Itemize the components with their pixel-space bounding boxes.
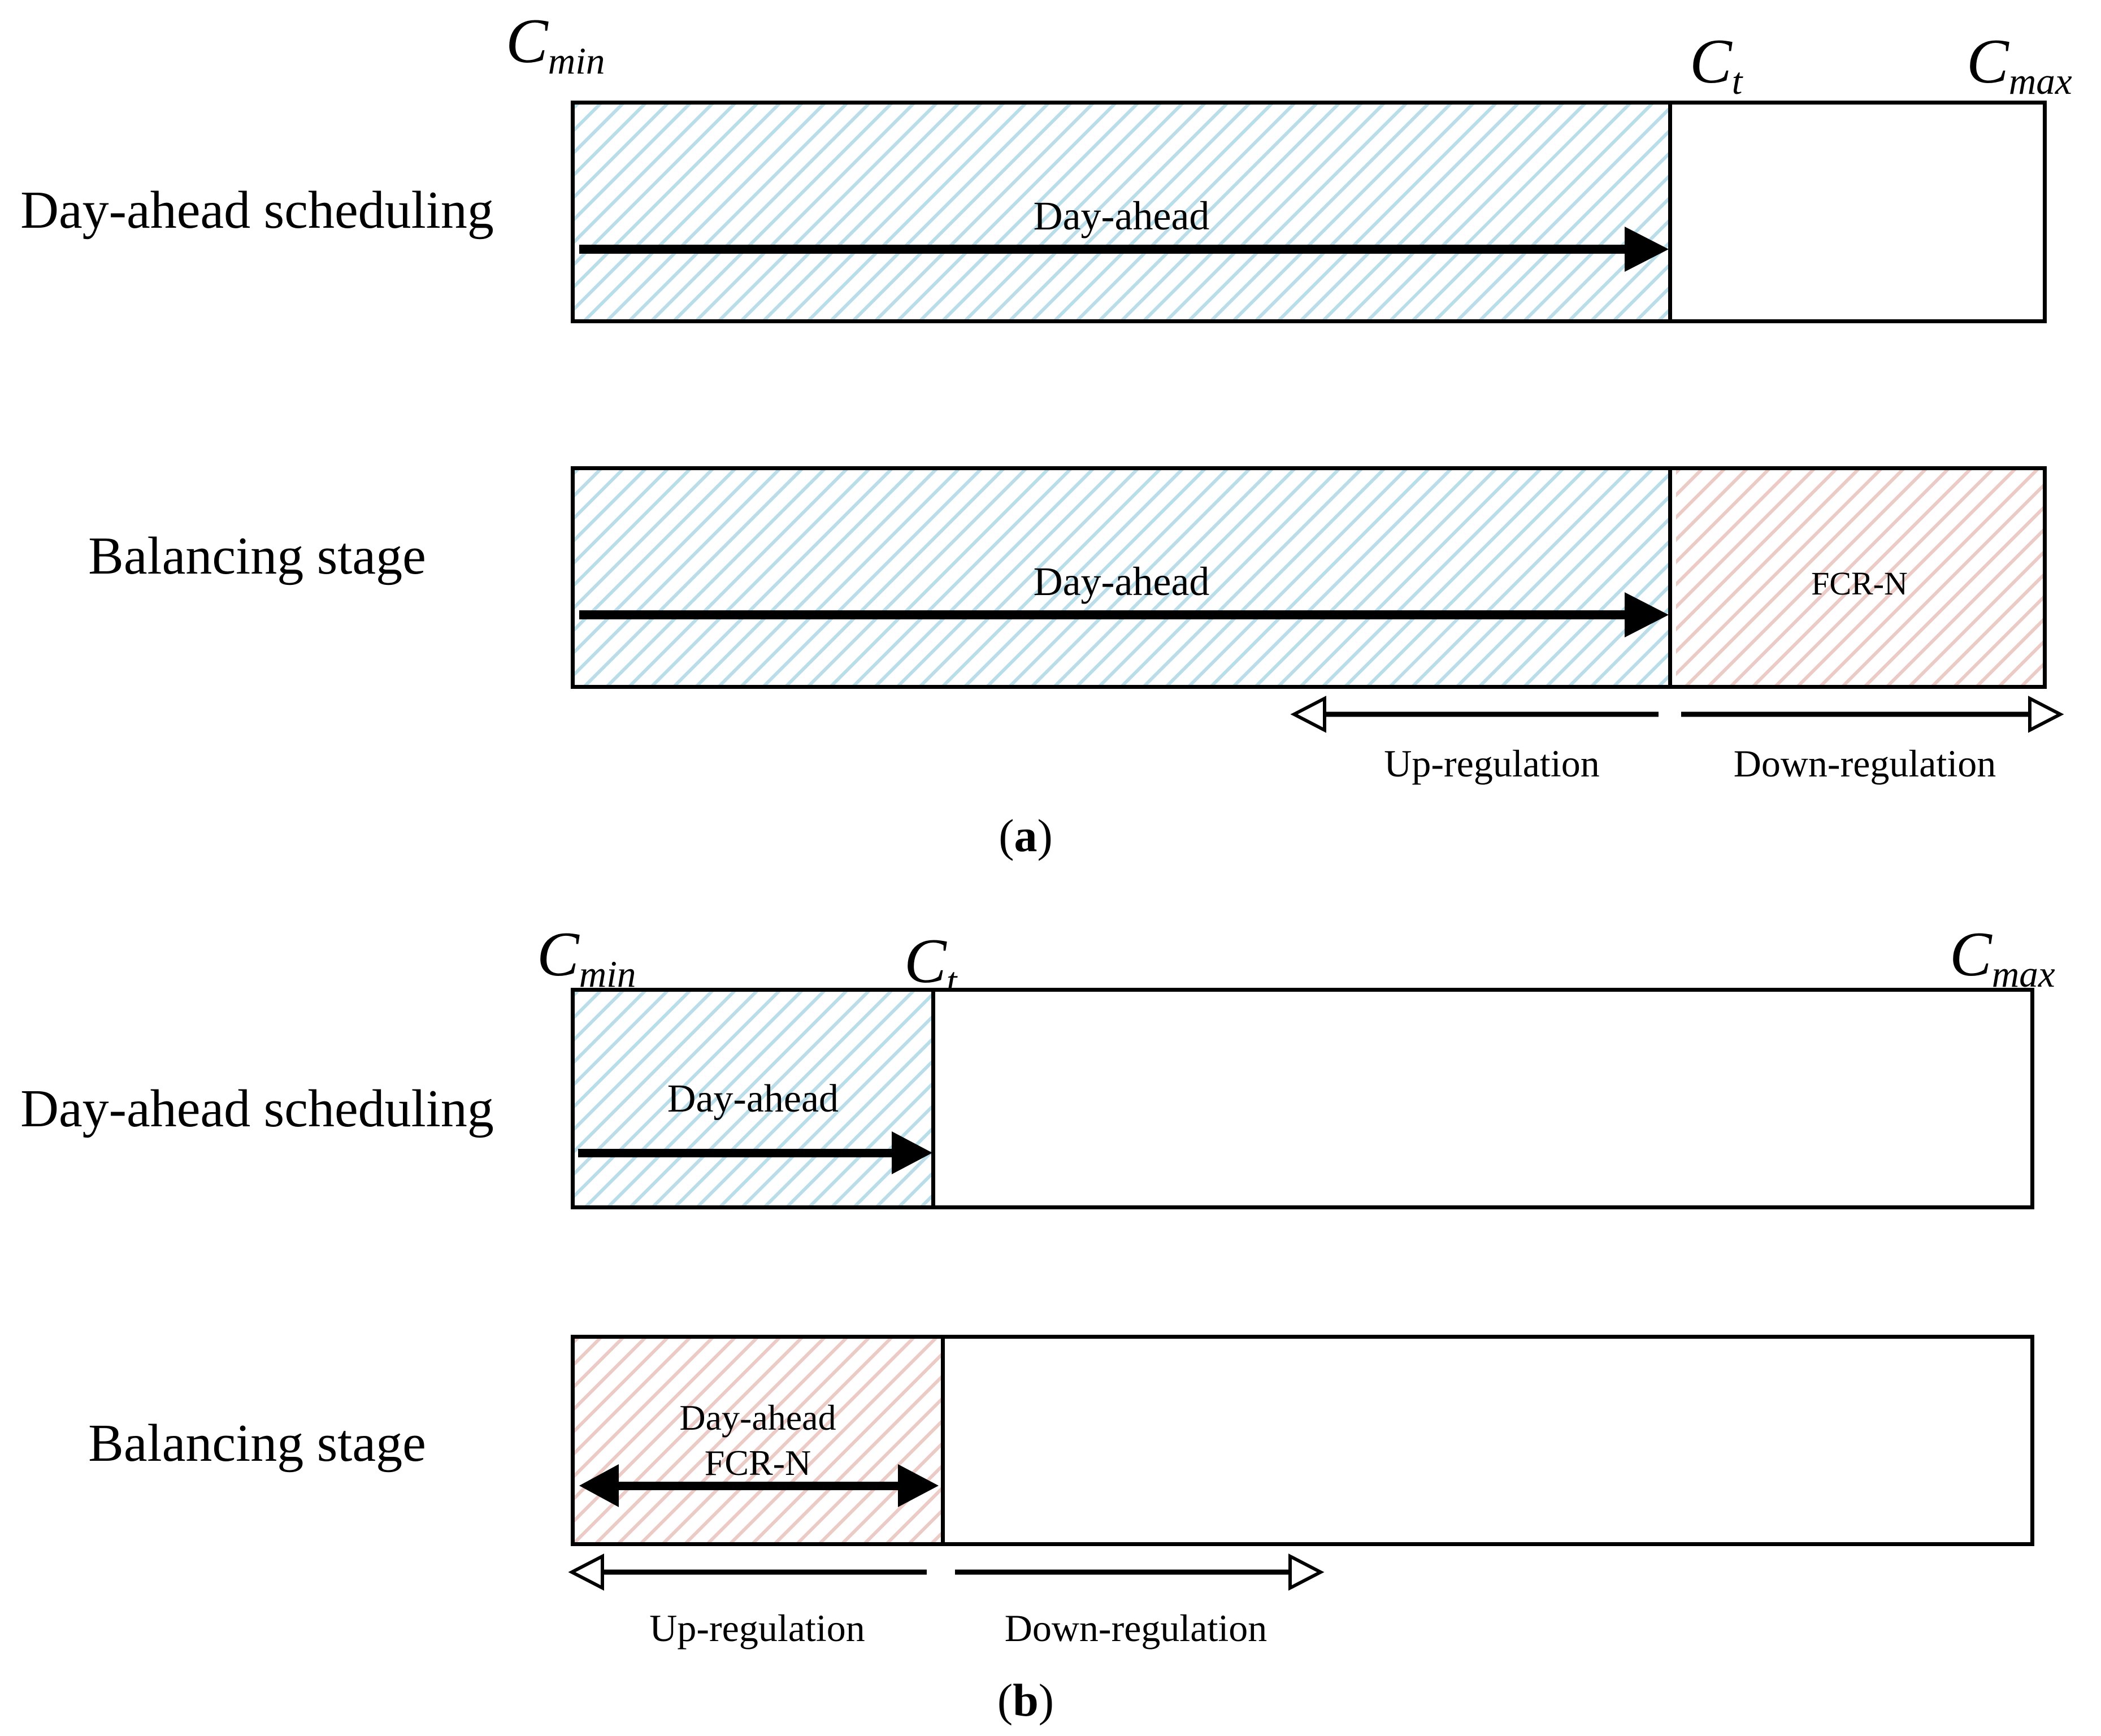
caption-a: (a) <box>955 809 1096 862</box>
day-ahead-region-a1 <box>575 105 1672 319</box>
double-arrow-shaft-b2 <box>619 1482 898 1490</box>
down-regulation-label-a: Down-regulation <box>1733 742 1996 785</box>
up-regulation-arrow-head-icon-b <box>568 1553 604 1591</box>
capacity-label-ct-a: Ct <box>1690 27 1742 102</box>
regulation-arrows-a <box>1290 696 2064 733</box>
caption-b-letter: b <box>1013 1674 1039 1726</box>
day-ahead-region-label-b1: Day-ahead <box>667 1077 839 1121</box>
up-regulation-label-b: Up-regulation <box>649 1607 865 1650</box>
row-label-day-ahead-scheduling-b: Day-ahead scheduling <box>20 1079 494 1138</box>
caption-a-close: ) <box>1037 810 1053 861</box>
regulation-arrows-b <box>568 1553 1325 1591</box>
up-regulation-label-a: Up-regulation <box>1384 742 1600 785</box>
fcr-n-region-a2 <box>1676 470 2043 685</box>
ct-base: C <box>1690 27 1732 97</box>
day-ahead-fcr-n-region-b2 <box>575 1339 945 1542</box>
down-regulation-arrow-head-icon-a <box>2028 696 2064 733</box>
capacity-label-cmin-b: Cmin <box>537 919 636 995</box>
caption-b: (b) <box>955 1674 1096 1727</box>
row-label-day-ahead-scheduling-a: Day-ahead scheduling <box>20 181 494 240</box>
day-ahead-region-label-a1: Day-ahead <box>1033 193 1210 238</box>
cmax-sub: max <box>2008 60 2072 103</box>
region-label-b2-line1: Day-ahead <box>679 1398 836 1438</box>
day-ahead-region-a2 <box>575 470 1672 685</box>
cmax-base: C <box>1967 27 2009 97</box>
cmin-sub: min <box>548 40 605 83</box>
cmin-base: C <box>506 6 548 76</box>
row-label-balancing-stage-b: Balancing stage <box>88 1414 426 1473</box>
capacity-bar-day-ahead-scheduling-b: Day-ahead <box>571 988 2034 1209</box>
day-ahead-arrow-shaft-b1 <box>578 1149 892 1157</box>
cmin-b-base: C <box>537 919 579 989</box>
capacity-label-cmax-b: Cmax <box>1950 919 2055 995</box>
cmax-b-base: C <box>1950 919 1992 989</box>
day-ahead-region-label-a2: Day-ahead <box>1033 559 1210 604</box>
ct-sub: t <box>1731 60 1743 103</box>
region-label-b2-line2: FCR-N <box>704 1443 811 1483</box>
row-label-balancing-stage-a: Balancing stage <box>88 527 426 585</box>
capacity-bar-day-ahead-scheduling-a: Day-ahead <box>571 101 2047 323</box>
capacity-label-cmax-a: Cmax <box>1967 27 2072 102</box>
down-regulation-arrow-head-icon-b <box>1288 1553 1325 1591</box>
caption-a-open: ( <box>999 810 1014 861</box>
double-arrow-right-head-icon-b2 <box>898 1464 939 1507</box>
day-ahead-arrow-head-icon-b1 <box>892 1131 932 1174</box>
caption-a-letter: a <box>1014 810 1038 861</box>
day-ahead-arrow-head-icon-a1 <box>1625 227 1669 272</box>
caption-b-open: ( <box>997 1674 1013 1726</box>
down-regulation-label-b: Down-regulation <box>1004 1607 1267 1650</box>
double-arrow-left-head-icon-b2 <box>579 1464 619 1507</box>
up-regulation-arrow-head-icon-a <box>1290 696 1326 733</box>
ct-b-base: C <box>904 926 947 996</box>
caption-b-close: ) <box>1038 1674 1054 1726</box>
day-ahead-arrow-head-icon-a2 <box>1625 592 1669 637</box>
fcr-n-region-label-a2: FCR-N <box>1811 565 1908 602</box>
capacity-label-ct-b: Ct <box>904 926 957 1002</box>
day-ahead-region-b1 <box>575 992 935 1205</box>
day-ahead-arrow-shaft-a2 <box>579 610 1625 619</box>
capacity-label-cmin-a: Cmin <box>506 6 605 83</box>
capacity-bar-balancing-stage-a: Day-ahead FCR-N <box>571 466 2047 689</box>
day-ahead-arrow-shaft-a1 <box>579 245 1625 254</box>
